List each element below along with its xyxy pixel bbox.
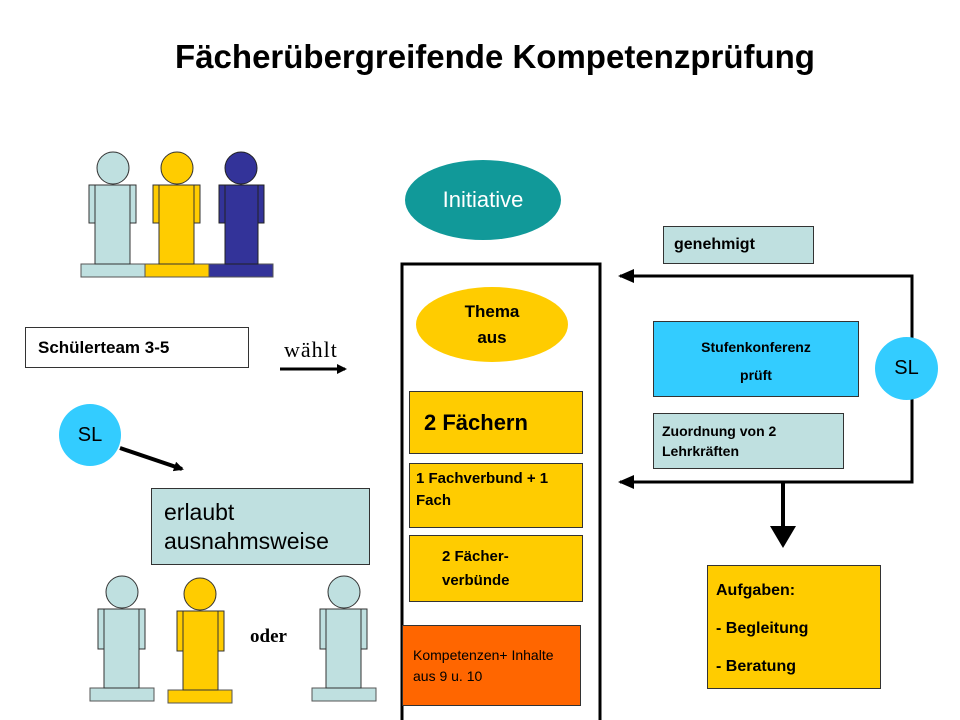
- waehlt-label: wählt: [284, 337, 338, 362]
- person-light-blue-icon: [80, 151, 146, 278]
- genehmigt-label: genehmigt: [674, 236, 755, 253]
- sl-right-bubble: SL: [875, 337, 938, 400]
- prueft-label: prüft: [740, 367, 772, 383]
- aufgaben-item-begleitung: - Begleitung: [716, 620, 809, 637]
- sl-erlaubt-arrow: [119, 446, 184, 472]
- fachverbund-label: 1 Fachverbund + 1 Fach: [416, 470, 549, 509]
- faecherverbuende-box: 2 Fächer- verbünde: [409, 535, 583, 602]
- zwei-faechern-box: 2 Fächern: [409, 391, 583, 454]
- zuordnung-box: Zuordnung von 2 Lehrkräften: [653, 413, 844, 469]
- person-bottom-gold-icon: [167, 577, 233, 704]
- genehmigt-arrow-icon: [618, 269, 634, 283]
- person-bottom-right-icon: [311, 575, 377, 702]
- thema-bubble: Thema aus: [416, 287, 568, 362]
- schuelerteam-box: Schülerteam 3-5: [25, 327, 249, 368]
- kompetenzen-box: Kompetenzen+ Inhalte aus 9 u. 10: [402, 625, 581, 706]
- zuordnung-label: Zuordnung von 2 Lehrkräften: [662, 423, 777, 459]
- kompetenzen-label: Kompetenzen+ Inhalte aus 9 u. 10: [413, 646, 554, 684]
- fachverbund-box: 1 Fachverbund + 1 Fach: [409, 463, 583, 528]
- faecherverbuende-label: 2 Fächer- verbünde: [442, 547, 510, 589]
- erlaubt-box: erlaubt ausnahmsweise: [151, 488, 370, 565]
- sl-right-label: SL: [894, 357, 919, 379]
- genehmigt-box: genehmigt: [663, 226, 814, 264]
- aufgaben-arrowhead-icon: [770, 526, 796, 548]
- stufenkonferenz-box: Stufenkonferenz prüft: [653, 321, 859, 397]
- zuordnung-arrow-icon: [618, 475, 634, 489]
- stufenkonferenz-label: Stufenkonferenz: [701, 339, 811, 355]
- center-column-frame: [400, 262, 602, 720]
- oder-label: oder: [250, 626, 287, 647]
- initiative-label: Initiative: [442, 187, 524, 212]
- aufgaben-title: Aufgaben:: [716, 582, 796, 599]
- sl-left-bubble: SL: [59, 404, 121, 466]
- person-navy-icon: [208, 151, 274, 278]
- aufgaben-box: Aufgaben: - Begleitung - Beratung: [707, 565, 881, 689]
- sl-left-label: SL: [77, 423, 103, 446]
- page-title: Fächerübergreifende Kompetenzprüfung: [175, 38, 815, 75]
- initiative-bubble: Initiative: [405, 160, 561, 240]
- thema-label: Thema aus: [464, 301, 520, 347]
- person-bottom-left-icon: [89, 575, 155, 702]
- schuelerteam-label: Schülerteam 3-5: [38, 337, 170, 357]
- zwei-faechern-label: 2 Fächern: [424, 409, 528, 435]
- erlaubt-label: erlaubt ausnahmsweise: [164, 498, 329, 554]
- person-gold-icon: [144, 151, 210, 278]
- aufgaben-item-beratung: - Beratung: [716, 658, 796, 675]
